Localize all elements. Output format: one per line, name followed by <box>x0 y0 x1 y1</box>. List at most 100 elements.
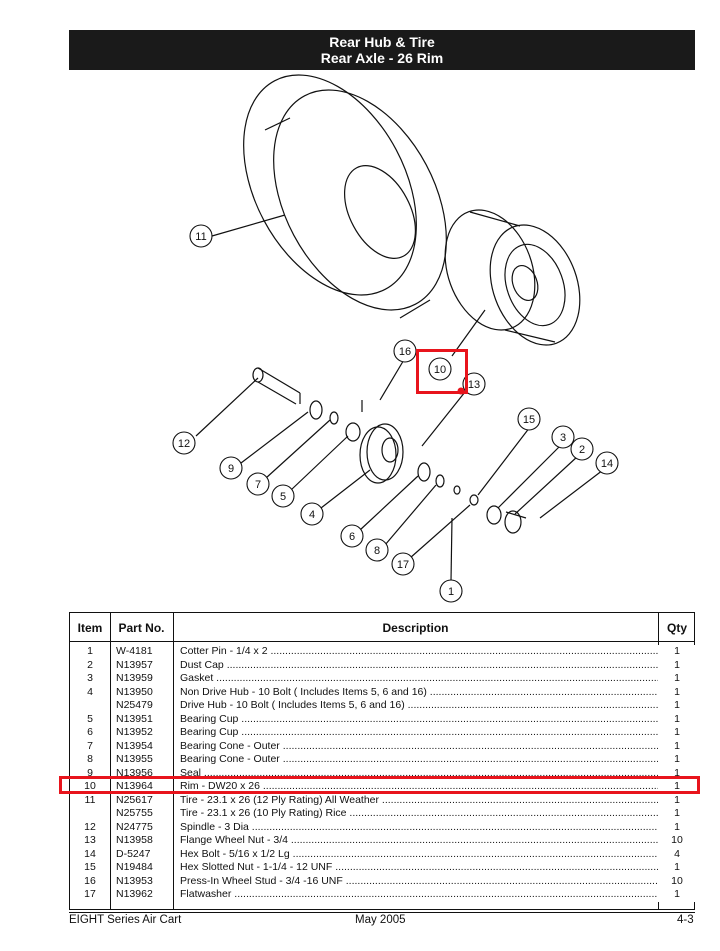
table-row: 17N13962Flatwasher1 <box>70 888 696 902</box>
flatwasher-drawing <box>453 485 461 495</box>
row-description: Flatwasher <box>180 888 658 902</box>
row-description: Non Drive Hub - 10 Bolt ( Includes Items… <box>180 686 658 700</box>
callout-label-1: 1 <box>448 586 454 598</box>
page-title-bar: Rear Hub & Tire Rear Axle - 26 Rim <box>69 30 695 70</box>
table-row: 4 N13950 Non Drive Hub - 10 Bolt ( Include… <box>70 685 696 700</box>
row-qty: 1 <box>658 793 696 807</box>
row-item: 9 <box>87 766 93 779</box>
callout-17 <box>391 552 415 576</box>
row-part-no: N13950 <box>116 685 153 698</box>
row-description: Flange Wheel Nut - 3/4 <box>180 834 658 848</box>
callout-13 <box>462 372 486 396</box>
callout-label-10: 10 <box>434 364 446 376</box>
hex-slotted-nut-drawing <box>469 494 479 506</box>
row-qty: 1 <box>658 780 696 794</box>
callout-2 <box>570 437 594 461</box>
callout-label-13: 13 <box>468 379 480 391</box>
row-item: 15 <box>84 861 96 873</box>
row-part-no: N25617 <box>116 793 153 806</box>
row-description: Hex Bolt - 5/16 x 1/2 Lg <box>180 848 658 862</box>
row-description: Bearing Cup <box>180 726 658 740</box>
header-part-no: Part No. <box>118 621 165 635</box>
row-description: Hex Slotted Nut - 1-1/4 - 12 UNF <box>180 861 658 875</box>
row-item: 14 <box>84 847 96 860</box>
row-item: 11 <box>84 793 96 806</box>
row-part-no: N13962 <box>116 888 153 900</box>
row-item: 13 <box>84 834 96 846</box>
row-description: Bearing Cone - Outer <box>180 740 658 754</box>
row-qty: 1 <box>658 726 696 740</box>
bearing-cone-drawing <box>329 411 339 425</box>
row-item: 3 <box>87 672 93 684</box>
exploded-parts-diagram: 11 16 10 13 12 9 7 5 4 6 8 17 15 3 2 14 … <box>172 74 619 603</box>
row-qty: 1 <box>658 807 696 821</box>
callout-label-8: 8 <box>374 545 380 557</box>
callout-1 <box>439 579 463 603</box>
header-item: Item <box>77 621 103 635</box>
row-qty: 1 <box>658 820 696 834</box>
spindle-drawing <box>252 367 301 405</box>
table-row: 8 N13955 Bearing Cone - Outer1 <box>70 753 696 767</box>
row-qty: 1 <box>658 753 696 767</box>
row-part-no: N13951 <box>116 712 153 725</box>
row-item: 8 <box>87 753 93 765</box>
row-qty: 1 <box>658 672 696 686</box>
header-description: Description <box>382 621 449 635</box>
row-part-no: N13956 <box>116 766 153 779</box>
callout-label-16: 16 <box>399 346 411 358</box>
row-item: 7 <box>87 739 93 752</box>
row-item: 1 <box>87 645 93 657</box>
row-item: 17 <box>84 888 96 900</box>
row-description: Cotter Pin - 1/4 x 2 <box>180 645 658 659</box>
footer-page-number: 4-3 <box>677 914 694 926</box>
row-description: Tire - 23.1 x 26 (12 Ply Rating) All Wea… <box>180 794 658 808</box>
callout-label-17: 17 <box>397 559 409 571</box>
callout-label-2: 2 <box>579 444 585 456</box>
row-part-no: N24775 <box>116 820 153 833</box>
callout-label-6: 6 <box>349 531 355 543</box>
callout-label-15: 15 <box>523 414 535 426</box>
row-qty: 1 <box>658 712 696 726</box>
callout-4 <box>300 502 324 526</box>
row-part-no: N13964 <box>116 780 153 792</box>
highlight-box-row-10 <box>59 776 700 794</box>
callout-11 <box>189 224 213 248</box>
row-description: Dust Cap <box>180 659 658 673</box>
row-item: 10 <box>84 780 96 792</box>
tire-drawing <box>243 74 447 319</box>
callout-9 <box>219 456 243 480</box>
row-part-no: N13955 <box>116 753 153 765</box>
row-item: 2 <box>87 658 93 671</box>
row-description: Seal <box>180 767 658 781</box>
bearing-cup-drawing <box>345 422 361 442</box>
table-header: Item Part No. Description Qty <box>70 613 694 642</box>
row-part-no: N19484 <box>116 861 153 873</box>
row-description: Spindle - 3 Dia <box>180 821 658 835</box>
callout-15 <box>517 407 541 431</box>
row-description: Bearing Cone - Outer <box>180 753 658 767</box>
row-item: 16 <box>84 874 96 887</box>
column-divider <box>173 613 174 909</box>
row-qty: 10 <box>658 834 696 848</box>
row-part-no: W-4181 <box>116 645 153 657</box>
row-description: Drive Hub - 10 Bolt ( Includes Items 5, … <box>180 699 658 713</box>
row-description: Gasket <box>180 672 658 686</box>
callout-8 <box>365 538 389 562</box>
row-item: 4 <box>87 685 93 698</box>
callout-14 <box>595 451 619 475</box>
row-part-no: N25479 <box>116 699 153 711</box>
gasket-drawing <box>486 505 502 525</box>
table-row: 15 N19484 Hex Slotted Nut - 1-1/4 - 12 UNF… <box>70 861 696 875</box>
row-description: Press-In Wheel Stud - 3/4 -16 UNF <box>180 875 658 889</box>
callout-10 <box>428 357 452 381</box>
